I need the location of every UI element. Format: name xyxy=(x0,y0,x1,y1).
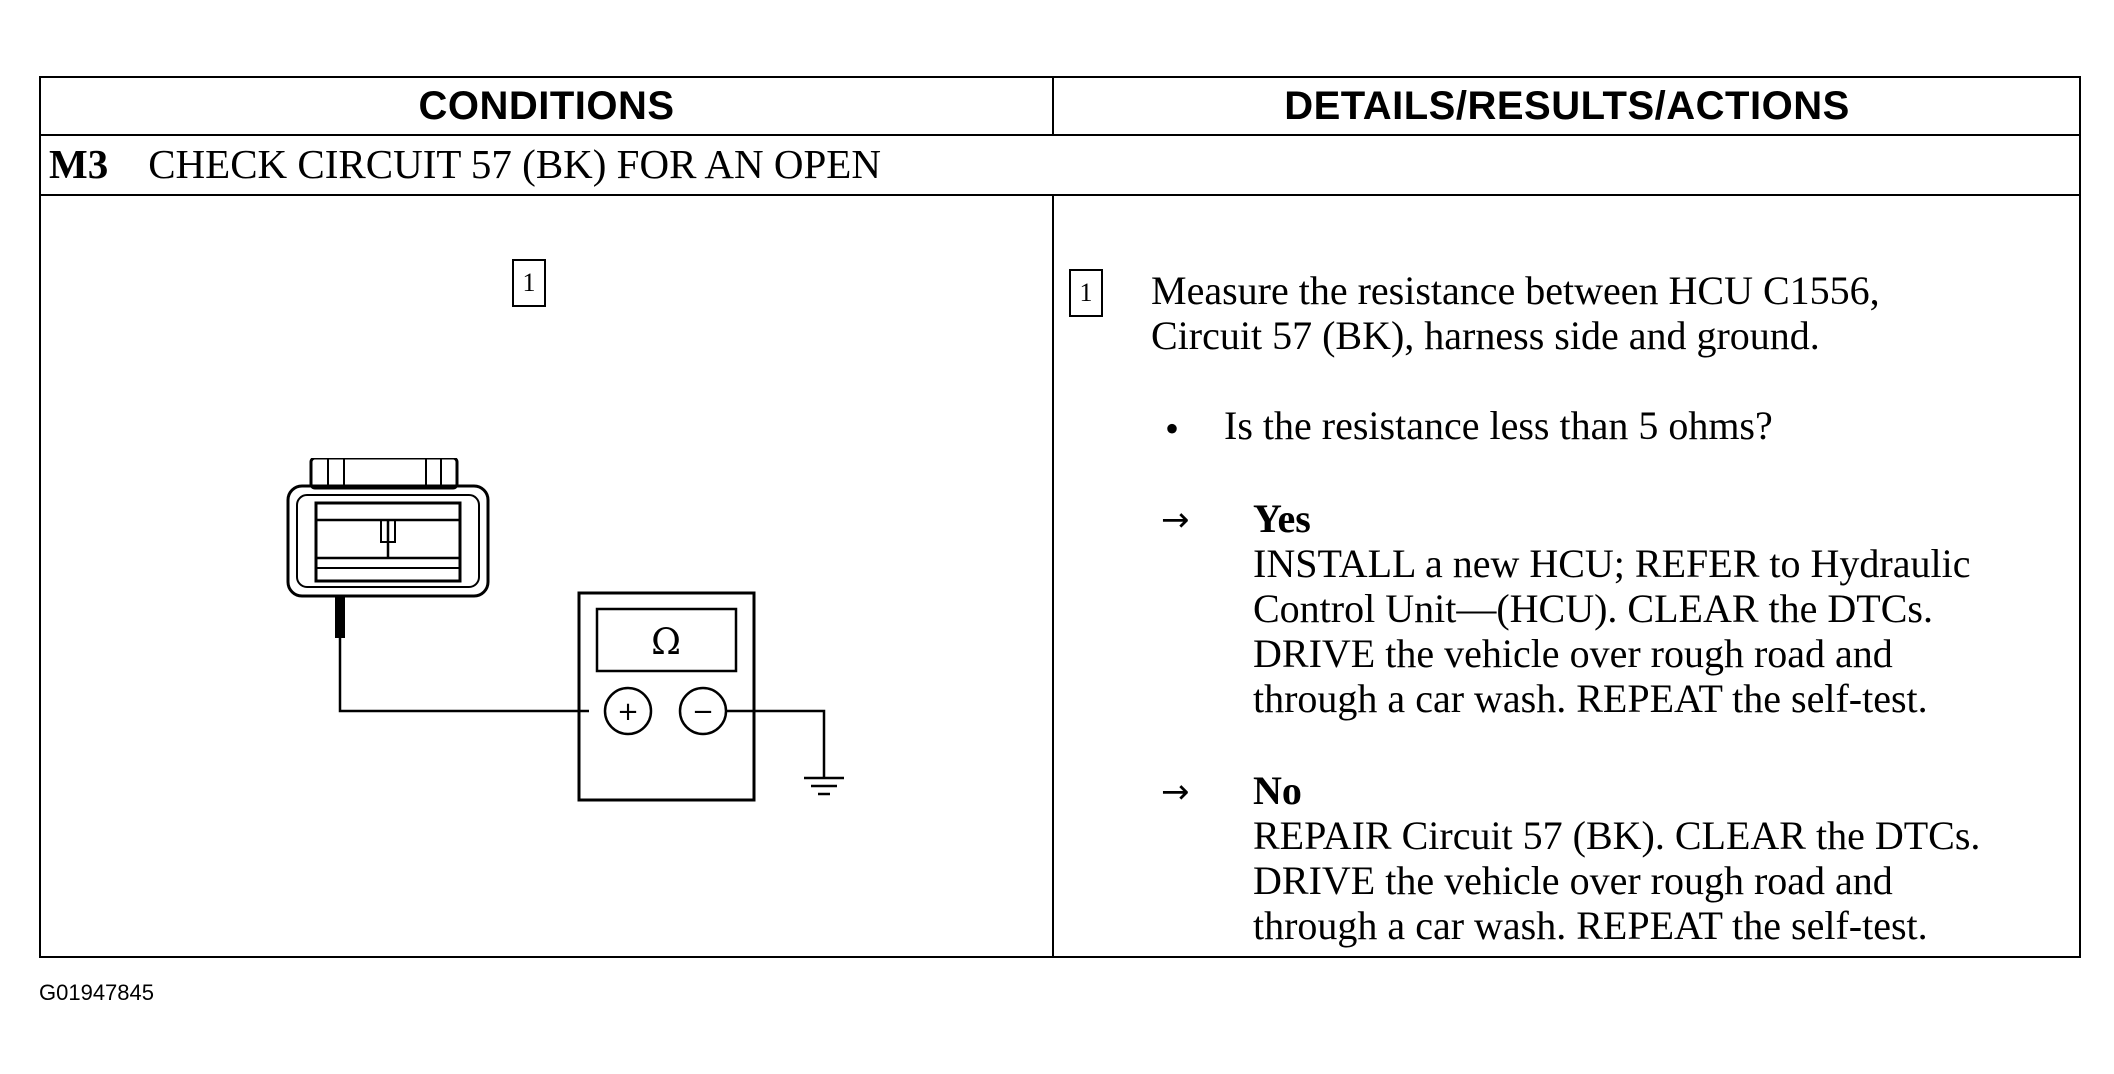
details-step-label: 1 xyxy=(1069,269,1103,317)
step-id: M3 xyxy=(49,141,109,187)
no-action-line-3: through a car wash. REPEAT the self-test… xyxy=(1253,903,1928,948)
no-action-line-2: DRIVE the vehicle over rough road and xyxy=(1253,858,1893,903)
body-column-divider xyxy=(1052,194,1054,956)
ground-lead-wire xyxy=(726,709,826,778)
bullet-icon: • xyxy=(1165,406,1180,451)
ohm-symbol: Ω xyxy=(651,622,681,663)
question-text: Is the resistance less than 5 ohms? xyxy=(1224,403,1773,448)
yes-action-line-3: DRIVE the vehicle over rough road and xyxy=(1253,631,1893,676)
step-title-row: M3 CHECK CIRCUIT 57 (BK) FOR AN OPEN xyxy=(41,136,881,192)
step-divider xyxy=(41,194,2079,196)
probe-icon xyxy=(335,596,345,638)
conditions-header: CONDITIONS xyxy=(418,83,675,128)
ohmmeter-circuit-diagram: Ω + − xyxy=(286,458,844,802)
instruction-line-2: Circuit 57 (BK), harness side and ground… xyxy=(1151,313,1820,358)
plus-terminal-label: + xyxy=(617,697,639,727)
details-header: DETAILS/RESULTS/ACTIONS xyxy=(1284,83,1850,128)
procedure-table: CONDITIONS DETAILS/RESULTS/ACTIONS M3 CH… xyxy=(39,76,2081,958)
no-label: No xyxy=(1253,768,1302,813)
step-title: CHECK CIRCUIT 57 (BK) FOR AN OPEN xyxy=(148,141,881,187)
connector-icon xyxy=(286,458,490,598)
yes-action-line-1: INSTALL a new HCU; REFER to Hydraulic xyxy=(1253,541,1971,586)
yes-action-line-2: Control Unit—(HCU). CLEAR the DTCs. xyxy=(1253,586,1933,631)
figure-id: G01947845 xyxy=(39,980,154,1005)
header-divider xyxy=(41,134,2079,136)
test-lead-wire xyxy=(338,638,589,713)
instruction-line-1: Measure the resistance between HCU C1556… xyxy=(1151,268,1880,313)
minus-terminal-label: − xyxy=(692,697,714,727)
yes-action-line-4: through a car wash. REPEAT the self-test… xyxy=(1253,676,1928,721)
no-action-line-1: REPAIR Circuit 57 (BK). CLEAR the DTCs. xyxy=(1253,813,1981,858)
ground-icon xyxy=(804,776,844,796)
header-column-divider xyxy=(1052,78,1054,134)
yes-arrow-icon: → xyxy=(1161,500,1190,540)
yes-label: Yes xyxy=(1253,496,1311,541)
conditions-step-label: 1 xyxy=(512,259,546,307)
no-arrow-icon: → xyxy=(1161,772,1190,812)
